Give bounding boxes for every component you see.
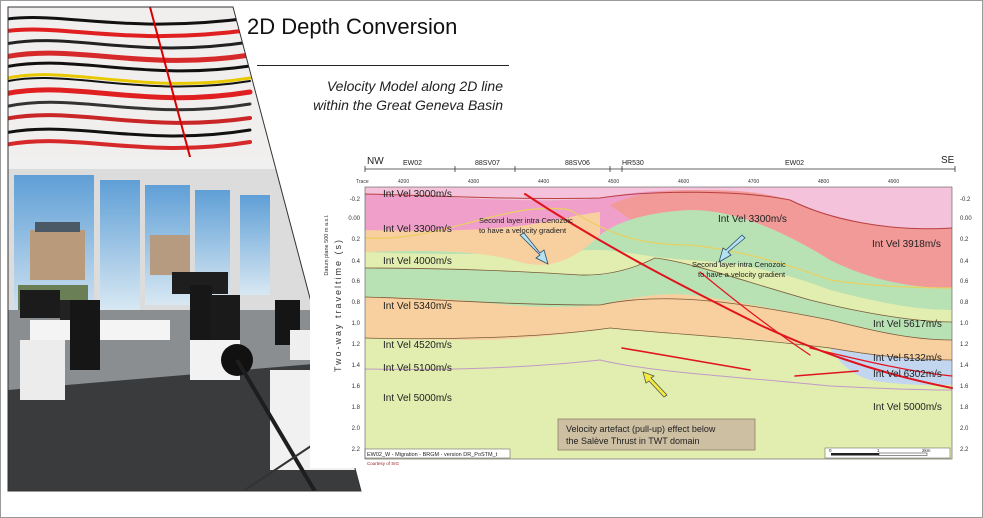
y-tick: -0.2 xyxy=(350,197,361,203)
y-tick: 0.00 xyxy=(960,216,972,222)
y-tick: 1.6 xyxy=(352,384,361,390)
artefact-callout xyxy=(557,418,756,451)
y-tick: 0.6 xyxy=(352,279,361,285)
y-tick: 2.2 xyxy=(352,447,361,453)
y-tick: 1.6 xyxy=(960,384,969,390)
y-tick: 1.2 xyxy=(960,342,969,348)
trace-tick: 4300 xyxy=(468,179,479,185)
note-right-line-1: Second layer intra Cenozoic xyxy=(692,260,786,269)
courtesy-text: Courtesy of SIG xyxy=(367,461,400,466)
layer-label-3918: Int Vel 3918m/s xyxy=(872,239,941,250)
segment-label: 88SV07 xyxy=(475,160,500,167)
y-tick: 2.2 xyxy=(960,447,969,453)
y-tick: 0.4 xyxy=(960,259,969,265)
note-left-line-2: to have a velocity gradient xyxy=(479,226,567,235)
note-right-line-2: to have a velocity gradient xyxy=(698,270,786,279)
artefact-line-2: the Salève Thrust in TWT domain xyxy=(566,436,700,446)
segment-label: EW02 xyxy=(403,160,422,167)
note-left-line-1: Second layer intra Cenozoic xyxy=(479,216,573,225)
y-tick: 1.4 xyxy=(352,363,361,369)
trace-tick: 4600 xyxy=(678,179,689,185)
arrow-yellow-icon xyxy=(642,371,668,398)
layer-label-6302: Int Vel 6302m/s xyxy=(873,369,942,380)
fault-lines xyxy=(524,193,953,389)
scale-label: 0 xyxy=(829,448,832,453)
y-tick: 1.4 xyxy=(960,363,969,369)
y-tick: 0.2 xyxy=(960,237,969,243)
office-photo xyxy=(8,157,361,491)
y-tick: 1.8 xyxy=(352,405,361,411)
velocity-layers xyxy=(364,187,953,459)
trace-tick: 4700 xyxy=(748,179,759,185)
section-border xyxy=(364,186,953,460)
y-tick: 0.6 xyxy=(960,279,969,285)
trace-tick: 4800 xyxy=(818,179,829,185)
trace-tick: 4500 xyxy=(608,179,619,185)
y-tick: 2.0 xyxy=(960,426,969,432)
direction-nw: NW xyxy=(367,156,384,167)
y-tick: 0.8 xyxy=(352,300,361,306)
y-axis-label: Two-way traveltime (s) xyxy=(333,238,343,372)
layer-5340 xyxy=(365,258,952,340)
slide-title: 2D Depth Conversion xyxy=(247,14,458,39)
layer-label-5000-right: Int Vel 5000m/s xyxy=(873,402,942,413)
subtitle-line-2: within the Great Geneva Basin xyxy=(313,97,503,113)
segment-label: 88SV06 xyxy=(565,160,590,167)
trace-tick: 4400 xyxy=(538,179,549,185)
velocity-model-section: NW SE EW02 88SV07 88SV06 HR530 EW02 Trac… xyxy=(310,150,982,468)
layer-label-5100: Int Vel 5100m/s xyxy=(383,363,452,374)
gradient-arrows xyxy=(519,232,746,398)
arrow-left-icon xyxy=(519,232,549,265)
segment-label: EW02 xyxy=(785,160,804,167)
datum-label: Datum plane 500 m a.s.l. xyxy=(324,214,330,276)
trace-label: Trace xyxy=(356,179,369,185)
title-rule xyxy=(257,65,509,66)
scale-label: 1 xyxy=(877,448,880,453)
layer-label-4520: Int Vel 4520m/s xyxy=(383,340,452,351)
y-tick: 0.2 xyxy=(352,237,361,243)
y-tick: 1.0 xyxy=(352,321,361,327)
y-tick: 1.0 xyxy=(960,321,969,327)
subtitle-line-1: Velocity Model along 2D line xyxy=(326,78,503,94)
y-tick: 0.4 xyxy=(352,259,361,265)
layer-label-3300-left: Int Vel 3300m/s xyxy=(383,224,452,235)
y-tick: -0.2 xyxy=(960,197,971,203)
layer-label-5340: Int Vel 5340m/s xyxy=(383,301,452,312)
trace-tick: 4900 xyxy=(888,179,899,185)
line-info-text: EW02_W - Migration - BRGM - version DR_P… xyxy=(367,452,498,458)
y-tick: 1.2 xyxy=(352,342,361,348)
scale-bar: 0 1 2km xyxy=(824,447,951,459)
scale-label: 2km xyxy=(922,448,931,453)
y-tick: 0.00 xyxy=(348,216,360,222)
y-tick: 1.8 xyxy=(960,405,969,411)
trace-tick: 4200 xyxy=(398,179,409,185)
line-segment-markers xyxy=(364,166,956,172)
direction-se: SE xyxy=(941,155,955,166)
y-tick: 2.0 xyxy=(352,426,361,432)
arrow-right-icon xyxy=(718,234,746,263)
artefact-line-1: Velocity artefact (pull-up) effect below xyxy=(566,424,716,434)
layer-label-3000: Int Vel 3000m/s xyxy=(383,189,452,200)
y-tick: 0.8 xyxy=(960,300,969,306)
layer-label-5000-left: Int Vel 5000m/s xyxy=(383,393,452,404)
slide-subtitle: Velocity Model along 2D line within the … xyxy=(313,77,503,115)
layer-label-4000: Int Vel 4000m/s xyxy=(383,256,452,267)
layer-label-3300-right: Int Vel 3300m/s xyxy=(718,214,787,225)
layer-label-5132: Int Vel 5132m/s xyxy=(873,353,942,364)
segment-label: HR530 xyxy=(622,160,644,167)
layer-5617 xyxy=(365,210,952,310)
layer-label-5617: Int Vel 5617m/s xyxy=(873,319,942,330)
layer-3000 xyxy=(365,187,952,229)
